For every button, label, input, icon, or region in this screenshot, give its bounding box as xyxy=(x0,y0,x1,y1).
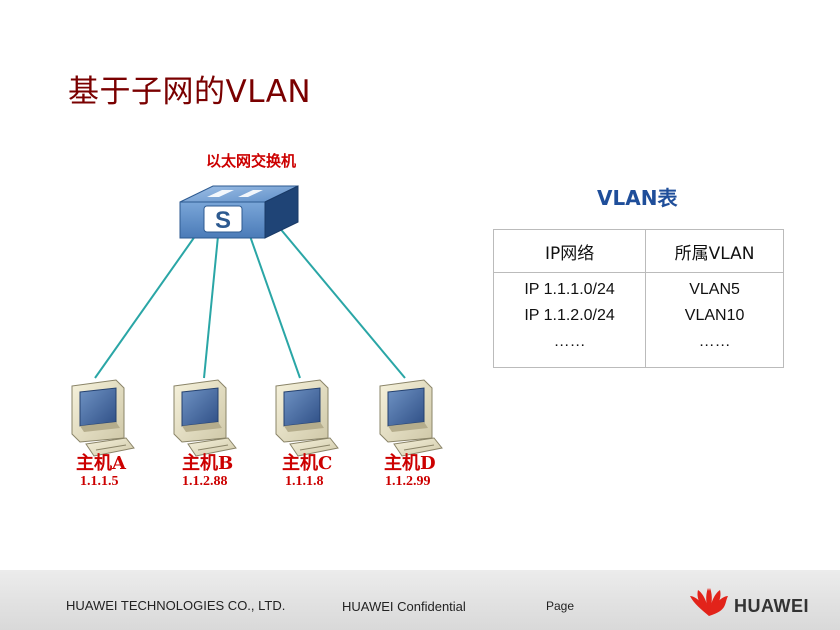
host-c-computer-icon xyxy=(275,379,339,457)
vlan-table-title: VLAN表 xyxy=(597,186,678,210)
host-b-computer-icon xyxy=(173,379,237,457)
link-switch-host-d xyxy=(277,225,406,379)
table-row: …… …… xyxy=(492,329,784,368)
host-a-computer-icon xyxy=(71,379,135,457)
table-cell-vlan: …… xyxy=(645,329,784,368)
network-links xyxy=(94,225,406,379)
table-cell-ip: IP 1.1.1.0/24 xyxy=(492,272,647,303)
host-a-name: 主机A xyxy=(76,453,126,474)
vlan-table-header-vlan: 所属VLAN xyxy=(645,229,784,273)
footer-confidential: HUAWEI Confidential xyxy=(342,599,466,614)
table-cell-vlan: VLAN5 xyxy=(645,272,784,303)
link-switch-host-b xyxy=(203,235,219,379)
vlan-table-header-row: IP网络 所属VLAN xyxy=(492,229,784,273)
host-c-ip: 1.1.1.8 xyxy=(285,474,324,489)
footer-bar: HUAWEI TECHNOLOGIES CO., LTD. HUAWEI Con… xyxy=(0,570,840,630)
ethernet-switch-icon: S xyxy=(179,185,299,239)
page-title: 基于子网的VLAN xyxy=(68,74,312,110)
host-d-ip: 1.1.2.99 xyxy=(385,474,431,489)
footer-company: HUAWEI TECHNOLOGIES CO., LTD. xyxy=(66,598,286,613)
host-b-name: 主机B xyxy=(182,453,234,474)
link-switch-host-c xyxy=(249,235,301,379)
host-d-computer-icon xyxy=(379,379,443,457)
switch-label: 以太网交换机 xyxy=(206,152,297,170)
host-b-ip: 1.1.2.88 xyxy=(182,474,228,489)
link-switch-host-a xyxy=(94,231,199,379)
vlan-table-header-ip-network: IP网络 xyxy=(492,229,647,273)
table-row: IP 1.1.1.0/24 VLAN5 xyxy=(492,272,784,303)
table-cell-ip: …… xyxy=(492,329,647,368)
table-row: IP 1.1.2.0/24 VLAN10 xyxy=(492,303,784,329)
logo-text: HUAWEI xyxy=(734,596,809,616)
host-c-name: 主机C xyxy=(282,453,333,474)
table-cell-ip: IP 1.1.2.0/24 xyxy=(492,303,647,329)
host-d-name: 主机D xyxy=(384,453,436,474)
switch-glyph: S xyxy=(215,207,231,234)
host-a-ip: 1.1.1.5 xyxy=(80,474,119,489)
footer-page-label: Page xyxy=(546,599,575,613)
huawei-petal-icon xyxy=(690,588,728,616)
huawei-logo: HUAWEI xyxy=(688,586,828,620)
table-cell-vlan: VLAN10 xyxy=(645,303,784,329)
vlan-table: IP网络 所属VLAN IP 1.1.1.0/24 VLAN5 IP 1.1.2… xyxy=(492,229,784,368)
